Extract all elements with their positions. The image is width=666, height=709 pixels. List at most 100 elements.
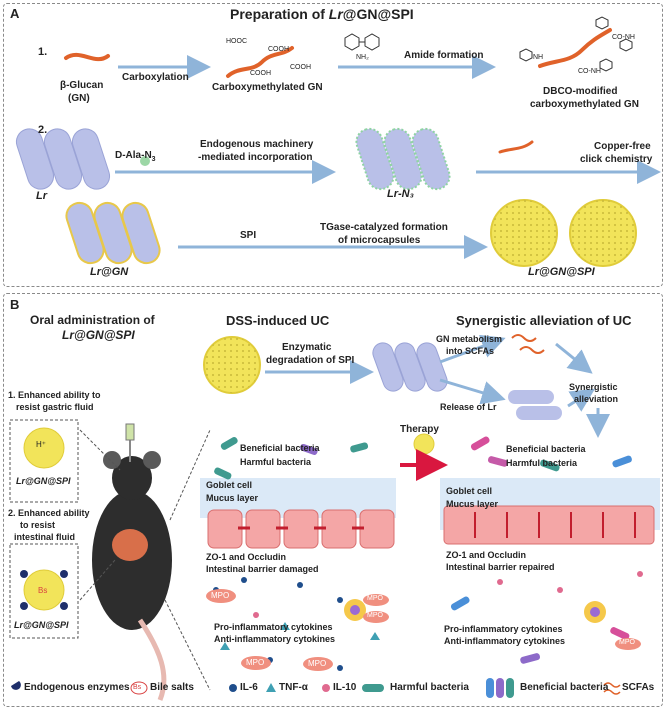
- cooh-label-2: COOH: [290, 64, 311, 71]
- arrow-gn-metab: [439, 334, 506, 364]
- macrophage-left: [344, 599, 366, 621]
- panel-a-frame: [3, 3, 663, 287]
- right-zo1: ZO-1 and Occludin: [446, 550, 527, 560]
- endogenous-label-1: Endogenous machinery: [200, 139, 314, 150]
- co-nh-label-2: CO-NH: [578, 68, 601, 75]
- enzymatic-label-2: degradation of SPI: [266, 355, 355, 366]
- beta-glucan-chain: [64, 52, 110, 62]
- right-mucus: Mucus layer: [446, 499, 499, 509]
- right-goblet: Goblet cell: [446, 486, 493, 496]
- step-2-label: 2.: [38, 124, 48, 136]
- dash-line-4: [164, 599, 211, 691]
- enzymatic-label-1: Enzymatic: [282, 342, 332, 353]
- cytokine-scatter: [213, 571, 643, 671]
- glucan-label-1: β-Glucan: [60, 80, 104, 91]
- dala-text: D-Ala-N: [115, 150, 152, 161]
- mouse-illustration: [92, 451, 172, 701]
- mpo-bubbles: [206, 589, 641, 671]
- arrow-syn-bottom: [567, 388, 596, 412]
- lr-rods-right: [508, 390, 562, 420]
- syringe: [125, 423, 135, 441]
- dbco-modified-gn-chain: [538, 28, 612, 68]
- legend-bile: Bile salts: [150, 682, 194, 693]
- left-zo1: ZO-1 and Occludin: [206, 552, 287, 562]
- mpo-label-3: MPO: [308, 659, 327, 668]
- enh1-label-1: 1. Enhanced ability to: [8, 390, 101, 400]
- tgase-label-2: of microcapsules: [338, 235, 421, 246]
- capsule-b-texture: [204, 337, 260, 393]
- legend-il6-shape: [229, 684, 237, 692]
- panel-a-label: A: [10, 6, 20, 21]
- mpo-label-2: MPO: [246, 658, 265, 667]
- left-anti: Anti-inflammatory cytokines: [214, 634, 336, 644]
- legend-harmful-shape: [362, 684, 384, 692]
- left-epithelium: [207, 509, 395, 549]
- microcapsule-1-texture: [491, 200, 557, 266]
- gn-metab-label-1: GN metabolism: [436, 334, 503, 344]
- amide-label: Amide formation: [404, 50, 484, 61]
- hooc-label: HOOC: [226, 38, 247, 45]
- right-anti: Anti-inflammatory cytokines: [444, 636, 566, 646]
- release-label: Release of Lr: [440, 402, 497, 412]
- dbco-label-1: DBCO-modified: [543, 86, 618, 97]
- enh1-label-2: resist gastric fluid: [16, 402, 94, 412]
- scfa-waves: [511, 334, 545, 354]
- legend-il6: IL-6: [240, 682, 258, 693]
- legend-il10: IL-10: [333, 682, 357, 693]
- legend-beneficial-shape: [486, 678, 514, 698]
- syn-title: Synergistic alleviation of UC: [456, 313, 632, 328]
- lr-gn-spi-label: Lr@GN@SPI: [528, 266, 595, 278]
- carboxymethylated-gn-chain: [226, 46, 294, 78]
- arrow-syn-top: [555, 342, 593, 374]
- microcapsule-2-texture: [570, 200, 636, 266]
- lr-label: Lr: [36, 190, 47, 202]
- right-tight-junctions: [474, 512, 636, 538]
- legend-il10-shape: [322, 684, 330, 692]
- endogenous-enzymes-inset: [20, 570, 68, 610]
- lr-n3-label: Lr-N₃: [387, 188, 414, 200]
- lr-gn-bacteria-group: [65, 201, 161, 265]
- legend-bile-shape: [130, 681, 148, 695]
- dala-label: D-Ala-N3: [115, 150, 156, 163]
- panel-a-title-suffix: @GN@SPI: [342, 6, 414, 22]
- gn-metab-label-2: into SCFAs: [446, 346, 495, 356]
- nh2-label: NH₂: [356, 54, 369, 61]
- dbco-label-2: carboxymethylated GN: [530, 99, 639, 110]
- legend-tnf: TNF-α: [279, 682, 308, 693]
- inset-intestinal-capsule: [23, 569, 65, 611]
- arrow-release: [439, 378, 506, 405]
- syn-label-2: alleviation: [574, 394, 619, 404]
- h-symbol-label: H⁺: [36, 440, 46, 449]
- endogenous-label-2: -mediated incorporation: [198, 152, 313, 163]
- step-1-label: 1.: [38, 46, 48, 58]
- panel-b-label: B: [10, 297, 20, 312]
- glucan-label-2: (GN): [68, 93, 90, 104]
- bs-symbol-label: Bs: [38, 586, 48, 595]
- enh2-label-2: to resist: [20, 520, 56, 530]
- lr-bacteria-group: [15, 128, 111, 190]
- oral-title-1: Oral administration of: [30, 313, 155, 327]
- dss-title: DSS-induced UC: [226, 313, 330, 328]
- therapy-capsule: [413, 433, 435, 455]
- enh2-label-1: 2. Enhanced ability: [8, 508, 90, 518]
- lr-gn-spi-inset-a: Lr@GN@SPI: [16, 476, 71, 486]
- inset-intestinal-frame: [9, 543, 79, 639]
- lr-gn-label: Lr@GN: [90, 266, 129, 278]
- dbco-group-structures: [519, 16, 633, 72]
- inset-gastric-capsule: [23, 427, 65, 469]
- bacteria-scatter: [214, 436, 632, 664]
- legend-endo: Endogenous enzymes: [24, 682, 130, 693]
- syn-label-1: Synergistic: [569, 382, 618, 392]
- therapy-label: Therapy: [400, 424, 439, 435]
- released-lr-group: [372, 342, 448, 392]
- panel-a-title-italic: Lr: [328, 6, 343, 22]
- legend-bile-icon-text: Bs: [133, 684, 142, 691]
- legend-scfa: SCFAs: [622, 682, 655, 693]
- carboxymethylated-label: Carboxymethylated GN: [212, 82, 323, 93]
- right-beneficial: Beneficial bacteria: [506, 444, 586, 454]
- right-barrier: Intestinal barrier repaired: [446, 562, 555, 572]
- copperfree-label-2: click chemistry: [580, 154, 653, 165]
- mpo-label-1: MPO: [211, 591, 230, 600]
